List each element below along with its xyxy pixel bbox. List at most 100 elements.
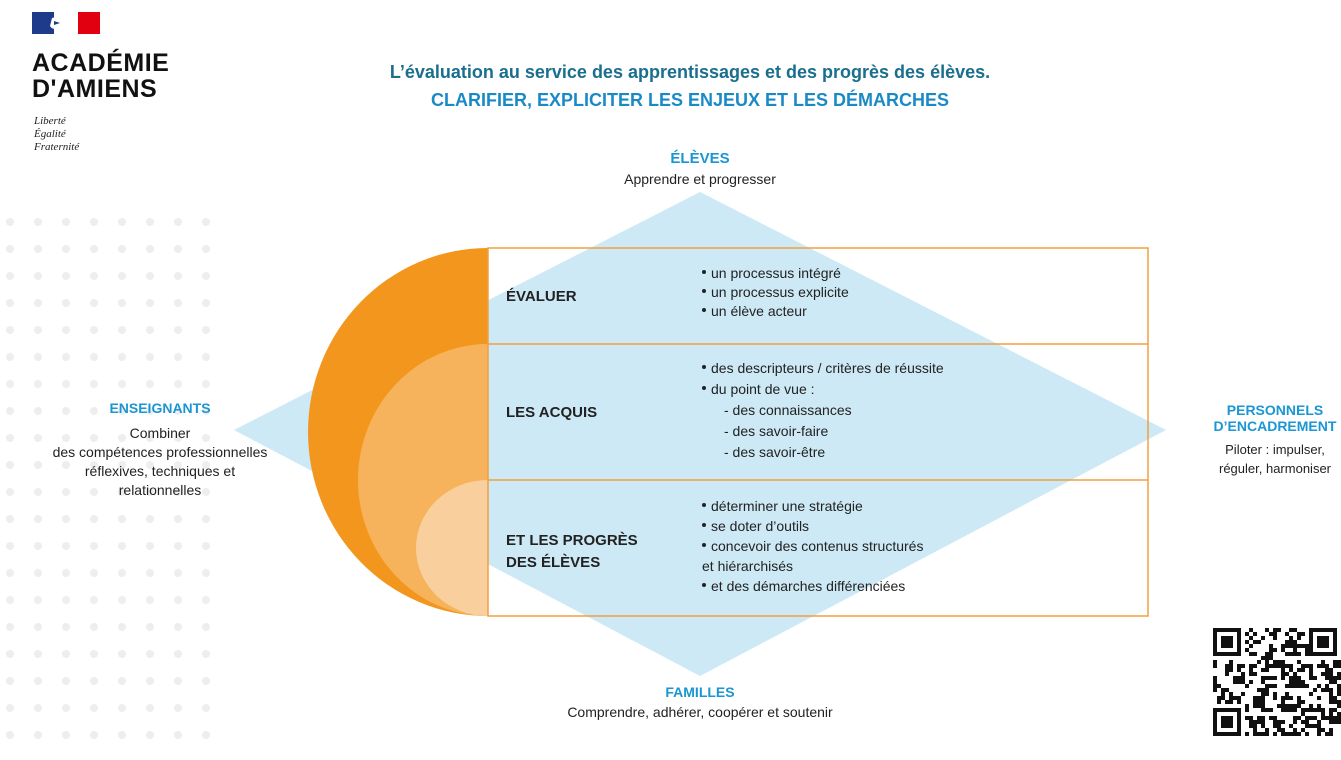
background-dot	[62, 461, 70, 469]
background-dot	[146, 596, 154, 604]
background-dot	[146, 515, 154, 523]
qr-module	[1249, 724, 1253, 728]
background-dot	[118, 299, 126, 307]
qr-module	[1301, 708, 1305, 712]
background-dot	[202, 596, 210, 604]
qr-module	[1313, 676, 1317, 680]
background-dot	[34, 326, 42, 334]
background-dot	[6, 272, 14, 280]
qr-finder	[1221, 636, 1233, 648]
qr-module	[1249, 652, 1253, 656]
background-dot	[6, 407, 14, 415]
enseignants-text: Combiner des compétences professionnelle…	[20, 424, 300, 500]
dot-pattern	[6, 218, 210, 739]
background-dot	[174, 488, 182, 496]
qr-module	[1237, 664, 1241, 668]
qr-module	[1245, 704, 1249, 708]
qr-module	[1237, 680, 1241, 684]
background-dot	[6, 704, 14, 712]
background-dot	[174, 245, 182, 253]
qr-module	[1213, 688, 1217, 692]
qr-module	[1261, 656, 1265, 660]
qr-module	[1233, 680, 1237, 684]
qr-module	[1269, 632, 1273, 636]
qr-module	[1297, 652, 1301, 656]
background-dot	[174, 677, 182, 685]
row-label-progres-line: DES ÉLÈVES	[506, 554, 601, 571]
qr-module	[1301, 720, 1305, 724]
background-dot	[118, 515, 126, 523]
familles-heading: FAMILLES	[665, 684, 735, 700]
qr-module	[1321, 660, 1325, 664]
qr-module	[1265, 684, 1269, 688]
qr-module	[1281, 728, 1285, 732]
qr-module	[1305, 648, 1309, 652]
bullet-icon	[702, 308, 706, 312]
background-dot	[118, 542, 126, 550]
background-dot	[62, 299, 70, 307]
personnels-heading-line: D’ENCADREMENT	[1213, 418, 1337, 434]
bullet-icon	[702, 365, 706, 369]
qr-module	[1285, 672, 1289, 676]
bullet-icon	[702, 386, 706, 390]
qr-module	[1297, 636, 1301, 640]
background-dot	[6, 353, 14, 361]
qr-module	[1273, 724, 1277, 728]
background-dot	[146, 461, 154, 469]
qr-module	[1297, 632, 1301, 636]
qr-module	[1321, 728, 1325, 732]
qr-module	[1329, 680, 1333, 684]
qr-module	[1297, 660, 1301, 664]
background-dot	[174, 623, 182, 631]
background-dot	[90, 380, 98, 388]
background-dot	[90, 245, 98, 253]
motto-egalite: Égalité	[34, 128, 66, 140]
qr-module	[1225, 700, 1229, 704]
qr-module	[1217, 696, 1221, 700]
qr-module	[1317, 728, 1321, 732]
background-dot	[90, 650, 98, 658]
row-items-evaluer: un processus intégré un processus explic…	[702, 264, 849, 321]
background-dot	[202, 299, 210, 307]
background-dot	[118, 650, 126, 658]
background-dot	[174, 731, 182, 739]
qr-module	[1337, 700, 1341, 704]
qr-module	[1329, 720, 1333, 724]
qr-module	[1261, 688, 1265, 692]
qr-module	[1313, 716, 1317, 720]
motto-fraternite: Fraternité	[34, 141, 80, 153]
qr-module	[1289, 684, 1293, 688]
background-dot	[34, 677, 42, 685]
enseignants-block: ENSEIGNANTS Combiner des compétences pro…	[20, 400, 300, 500]
qr-module	[1265, 688, 1269, 692]
personnels-heading-line: PERSONNELS	[1226, 402, 1324, 418]
qr-module	[1337, 716, 1341, 720]
qr-module	[1273, 676, 1277, 680]
background-dot	[146, 731, 154, 739]
qr-module	[1249, 680, 1253, 684]
background-dot	[34, 353, 42, 361]
brand-name: ACADÉMIE D'AMIENS	[32, 50, 169, 102]
background-dot	[118, 731, 126, 739]
background-dot	[34, 488, 42, 496]
qr-module	[1241, 680, 1245, 684]
qr-module	[1281, 668, 1285, 672]
qr-module	[1245, 648, 1249, 652]
qr-module	[1289, 704, 1293, 708]
qr-module	[1245, 708, 1249, 712]
background-dot	[146, 326, 154, 334]
qr-module	[1253, 732, 1257, 736]
qr-module	[1293, 652, 1297, 656]
qr-module	[1253, 652, 1257, 656]
qr-code-icon	[1213, 628, 1341, 736]
qr-module	[1241, 676, 1245, 680]
background-dot	[146, 704, 154, 712]
background-dot	[174, 353, 182, 361]
qr-module	[1221, 696, 1225, 700]
qr-module	[1309, 676, 1313, 680]
qr-module	[1301, 700, 1305, 704]
qr-module	[1253, 728, 1257, 732]
qr-module	[1317, 684, 1321, 688]
list-item: et hiérarchisés	[702, 558, 794, 574]
page-subtitle: CLARIFIER, EXPLICITER LES ENJEUX ET LES …	[430, 90, 950, 110]
